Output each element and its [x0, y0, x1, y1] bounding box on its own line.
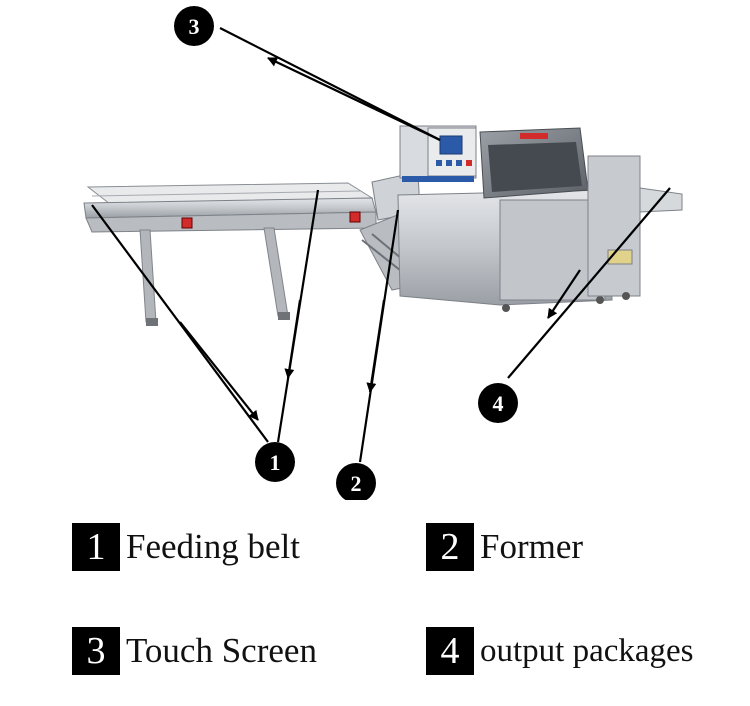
- legend-number-badge: 4: [426, 627, 474, 675]
- arrow-4-head: [547, 269, 581, 319]
- arrow-4-line: [507, 187, 671, 379]
- arrow-1b-head: [284, 299, 302, 379]
- red-stop-button-icon: [181, 217, 193, 229]
- touch-screen-panel-drawing: [399, 125, 477, 182]
- callout-4-number: 4: [493, 391, 504, 416]
- legend-item-touch-screen: 3 Touch Screen: [72, 626, 317, 676]
- legend-number-badge: 3: [72, 627, 120, 675]
- machine-illustration: [83, 125, 683, 326]
- callout-3-number: 3: [189, 14, 200, 39]
- legend-label: output packages: [480, 632, 694, 669]
- arrow-2-head: [366, 299, 386, 393]
- callout-1: 1: [255, 442, 295, 482]
- callout-1-number: 1: [270, 450, 281, 475]
- legend-item-former: 2 Former: [426, 522, 583, 572]
- feeding-belt-drawing: [83, 182, 377, 326]
- packaging-machine-diagram: 3 4 1 2: [83, 6, 683, 500]
- legend-item-feeding-belt: 1 Feeding belt: [72, 522, 300, 572]
- touch-screen-icon: [439, 135, 463, 155]
- legend-number-badge: 2: [426, 523, 474, 571]
- arrow-1a-head: [179, 321, 259, 421]
- callout-2: 2: [336, 463, 376, 500]
- legend-item-output-packages: 4 output packages: [426, 626, 694, 676]
- callout-3: 3: [174, 6, 214, 46]
- red-stop-button-icon: [349, 211, 361, 223]
- sealing-hood-drawing: [479, 127, 589, 199]
- legend-number-badge: 1: [72, 523, 120, 571]
- callout-4: 4: [478, 383, 518, 423]
- leader-arrows: [91, 27, 671, 463]
- legend-label: Touch Screen: [126, 631, 317, 670]
- arrow-3-head: [267, 57, 441, 141]
- legend-label: Feeding belt: [126, 527, 300, 566]
- callout-2-number: 2: [351, 471, 362, 496]
- legend-label: Former: [480, 527, 584, 566]
